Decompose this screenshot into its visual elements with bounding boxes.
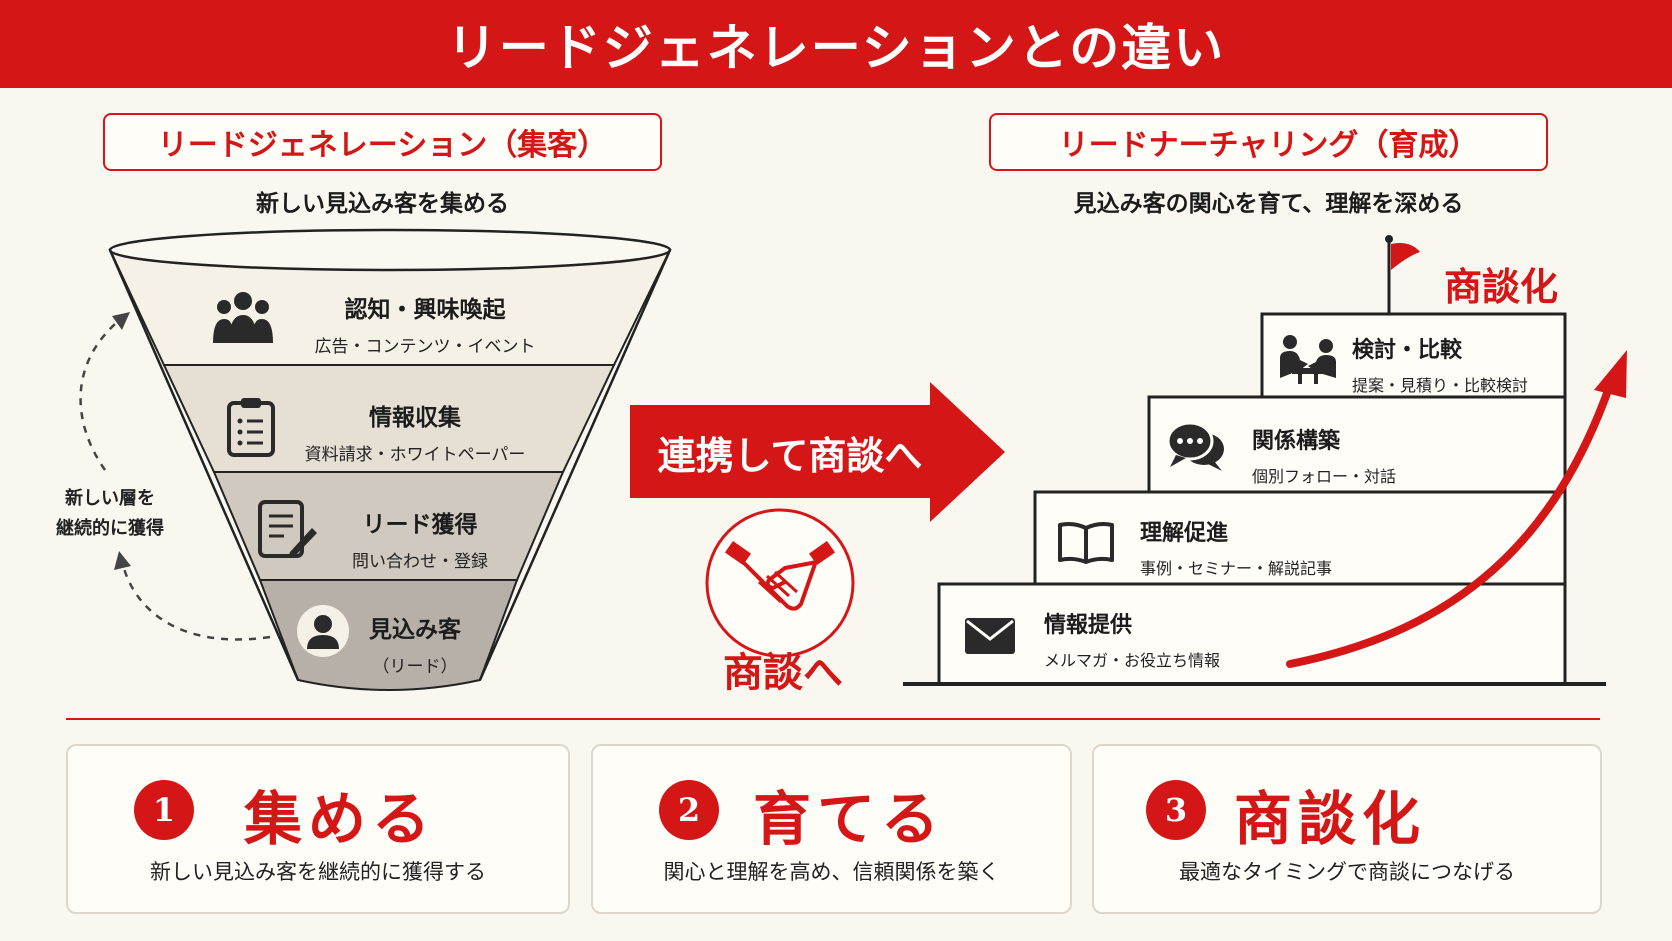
funnel-acquisition-title: リード獲得 — [362, 512, 478, 538]
person-icon — [290, 598, 356, 664]
funnel-prospect-sub: （リード） — [372, 657, 458, 677]
funnel-information-title: 情報収集 — [369, 405, 461, 431]
form-edit-icon — [254, 497, 320, 563]
funnel-awareness-text: 認知・興味喚起 広告・コンテンツ・イベント — [300, 290, 550, 357]
funnel-information-text: 情報収集 資料請求・ホワイトペーパー — [290, 398, 540, 465]
funnel-rim — [108, 228, 672, 272]
card-collect: 1 集める 新しい見込み客を継続的に獲得する — [66, 744, 570, 914]
card-nurture-number: 2 — [659, 780, 719, 840]
stair-step-2 — [1033, 490, 1567, 586]
stair-step-4 — [1260, 312, 1567, 399]
cycle-arrow-upper — [79, 317, 123, 471]
side-note: 新しい層を 継続的に獲得 — [40, 484, 180, 544]
step-info-sub: メルマガ・お役立ち情報 — [1044, 651, 1221, 670]
meeting-icon — [1276, 330, 1340, 386]
link-arrow-label: 連携して商談へ — [657, 434, 923, 478]
funnel-acquisition-sub: 問い合わせ・登録 — [352, 552, 488, 572]
funnel-prospect-text: 見込み客 （リード） — [340, 610, 490, 677]
card-nurture: 2 育てる 関心と理解を高め、信頼関係を築く — [591, 744, 1072, 914]
section-divider — [66, 718, 1600, 720]
handshake-label: 商談へ — [723, 650, 843, 696]
page-title: リードジェネレーションとの違い — [446, 18, 1226, 77]
step-info-title: 情報提供 — [1044, 613, 1133, 638]
step-relationship-text: 関係構築 個別フォロー・対話 — [1252, 423, 1396, 487]
funnel-prospect-title: 見込み客 — [369, 617, 461, 643]
card-collect-heading: 集める — [244, 785, 437, 853]
goal-label: 商談化 — [1444, 265, 1559, 309]
card-deal-heading: 商談化 — [1234, 785, 1427, 853]
funnel-acquisition-text: リード獲得 問い合わせ・登録 — [320, 505, 520, 572]
card-deal-number: 3 — [1146, 780, 1206, 840]
handshake-icon — [724, 540, 836, 620]
envelope-icon — [958, 608, 1022, 664]
step-relationship-sub: 個別フォロー・対話 — [1252, 467, 1397, 486]
step-consideration-text: 検討・比較 提案・見積り・比較検討 — [1352, 332, 1528, 396]
lead-nurturing-subtitle: 見込み客の関心を育て、理解を深める — [1073, 191, 1464, 217]
step-consideration-sub: 提案・見積り・比較検討 — [1352, 376, 1529, 395]
step-understanding-sub: 事例・セミナー・解説記事 — [1140, 559, 1333, 578]
card-nurture-heading: 育てる — [753, 785, 946, 853]
card-deal-sub: 最適なタイミングで商談につなげる — [1179, 860, 1515, 884]
lead-generation-subtitle: 新しい見込み客を集める — [256, 191, 509, 217]
card-collect-sub: 新しい見込み客を継続的に獲得する — [150, 860, 486, 884]
funnel-information-sub: 資料請求・ホワイトペーパー — [304, 445, 526, 465]
card-collect-number: 1 — [134, 780, 194, 840]
chat-icon — [1164, 418, 1228, 474]
title-banner: リードジェネレーションとの違い — [0, 0, 1672, 88]
side-note-line-2: 継続的に獲得 — [56, 518, 164, 539]
link-arrow — [630, 382, 1005, 522]
step-understanding-text: 理解促進 事例・セミナー・解説記事 — [1140, 515, 1332, 579]
card-nurture-sub: 関心と理解を高め、信頼関係を築く — [663, 860, 1000, 884]
card-deal: 3 商談化 最適なタイミングで商談につなげる — [1092, 744, 1602, 914]
stair-step-1 — [937, 582, 1567, 686]
funnel-awareness-sub: 広告・コンテンツ・イベント — [314, 337, 536, 357]
step-info-text: 情報提供 メルマガ・お役立ち情報 — [1044, 607, 1220, 671]
lead-generation-heading: リードジェネレーション（集客） — [103, 113, 662, 171]
flag-icon — [1391, 243, 1420, 270]
funnel-awareness-title: 認知・興味喚起 — [344, 297, 506, 323]
book-icon — [1054, 514, 1118, 570]
clipboard-icon — [218, 393, 284, 459]
step-understanding-title: 理解促進 — [1140, 521, 1229, 546]
step-relationship-title: 関係構築 — [1252, 429, 1341, 454]
growth-arrow — [1286, 381, 1614, 668]
side-note-line-1: 新しい層を — [65, 488, 155, 509]
lead-nurturing-heading: リードナーチャリング（育成） — [989, 113, 1548, 171]
cycle-arrow-lower — [121, 564, 271, 641]
group-icon — [210, 284, 276, 350]
step-consideration-title: 検討・比較 — [1352, 338, 1463, 363]
